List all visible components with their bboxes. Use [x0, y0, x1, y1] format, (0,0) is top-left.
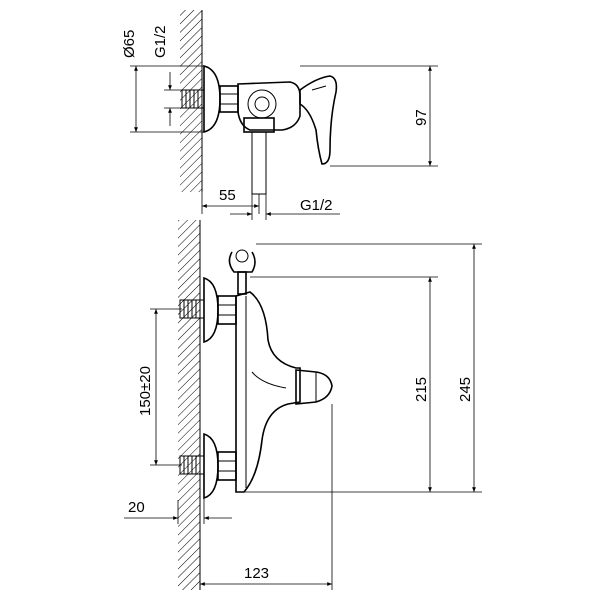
- dim-diameter-label: Ø65: [121, 30, 138, 58]
- mixer-body-front: [235, 291, 301, 493]
- dim-height-total-label: 245: [457, 377, 474, 402]
- dim-height-mixer-label: 215: [413, 377, 430, 402]
- dim-spacing-label: 150±20: [137, 366, 154, 416]
- dim-projection-label: 20: [128, 499, 145, 516]
- top-view: Ø65 G1/2 97 55 G1/2: [121, 10, 438, 220]
- front-view: 150±20 20 215 245 123: [124, 220, 482, 590]
- lever-handle-front: [295, 369, 333, 405]
- lever-handle-top: [299, 75, 338, 165]
- dim-thread-top-label: G1/2: [152, 25, 169, 58]
- dim-thread-bottom-label: G1/2: [300, 197, 333, 214]
- outlet-pipe-top: [251, 131, 267, 195]
- rosette-top: [203, 64, 221, 134]
- inlet-nipple-top: [181, 89, 205, 109]
- dim-depth-label: 123: [244, 565, 269, 582]
- mixer-cartridge-top: [247, 89, 277, 119]
- union-nut-top: [219, 85, 239, 113]
- shower-holder: [228, 249, 256, 295]
- wall-hatch-front: [178, 220, 200, 590]
- mixer-body-top: [237, 81, 301, 131]
- wall-hatch-top: [180, 10, 202, 192]
- dim-offset-label: 55: [219, 187, 236, 204]
- dim-height-label: 97: [413, 109, 430, 126]
